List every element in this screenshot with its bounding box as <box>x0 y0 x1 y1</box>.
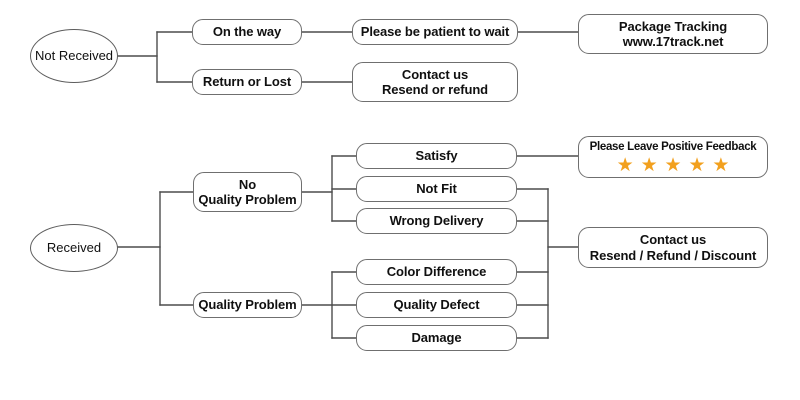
node-on-the-way-label: On the way <box>212 24 282 40</box>
node-wrong-delivery-label: Wrong Delivery <box>389 213 484 229</box>
star-icon[interactable]: ★ <box>712 155 730 177</box>
node-quality-defect[interactable]: Quality Defect <box>356 292 517 318</box>
node-return-or-lost-label: Return or Lost <box>202 74 292 90</box>
node-quality-defect-label: Quality Defect <box>393 297 480 313</box>
node-not-received-label: Not Received <box>34 48 114 64</box>
node-contact-resend-refund-text: Contact us Resend or refund <box>381 66 489 97</box>
node-please-be-patient-label: Please be patient to wait <box>360 24 510 40</box>
node-satisfy[interactable]: Satisfy <box>356 143 517 169</box>
node-quality-problem[interactable]: Quality Problem <box>193 292 302 318</box>
node-not-fit-label: Not Fit <box>416 181 457 197</box>
node-received[interactable]: Received <box>30 224 118 272</box>
feedback-title: Please Leave Positive Feedback <box>589 140 757 153</box>
node-return-or-lost[interactable]: Return or Lost <box>192 69 302 95</box>
node-package-tracking[interactable]: Package Tracking www.17track.net <box>578 14 768 54</box>
node-positive-feedback[interactable]: Please Leave Positive Feedback ★ ★ ★ ★ ★ <box>578 136 768 178</box>
node-resolution-text: Contact us Resend / Refund / Discount <box>589 232 757 263</box>
star-icon[interactable]: ★ <box>688 155 706 177</box>
node-please-be-patient[interactable]: Please be patient to wait <box>352 19 518 45</box>
node-satisfy-label: Satisfy <box>415 148 458 164</box>
node-on-the-way[interactable]: On the way <box>192 19 302 45</box>
star-icon[interactable]: ★ <box>664 155 682 177</box>
node-damage[interactable]: Damage <box>356 325 517 351</box>
node-no-quality-problem[interactable]: No Quality Problem <box>193 172 302 212</box>
node-damage-label: Damage <box>411 330 462 346</box>
node-package-tracking-text: Package Tracking www.17track.net <box>618 18 728 49</box>
node-not-received[interactable]: Not Received <box>30 29 118 83</box>
node-contact-resend-refund-discount[interactable]: Contact us Resend / Refund / Discount <box>578 227 768 268</box>
node-quality-problem-label: Quality Problem <box>198 297 297 313</box>
node-no-quality-problem-text: No Quality Problem <box>198 176 297 207</box>
node-color-difference-label: Color Difference <box>386 264 487 280</box>
node-received-label: Received <box>46 240 102 256</box>
star-icon[interactable]: ★ <box>616 155 634 177</box>
node-wrong-delivery[interactable]: Wrong Delivery <box>356 208 517 234</box>
node-color-difference[interactable]: Color Difference <box>356 259 517 285</box>
node-contact-resend-refund[interactable]: Contact us Resend or refund <box>352 62 518 102</box>
star-rating[interactable]: ★ ★ ★ ★ ★ <box>617 156 730 175</box>
star-icon[interactable]: ★ <box>640 155 658 177</box>
node-not-fit[interactable]: Not Fit <box>356 176 517 202</box>
